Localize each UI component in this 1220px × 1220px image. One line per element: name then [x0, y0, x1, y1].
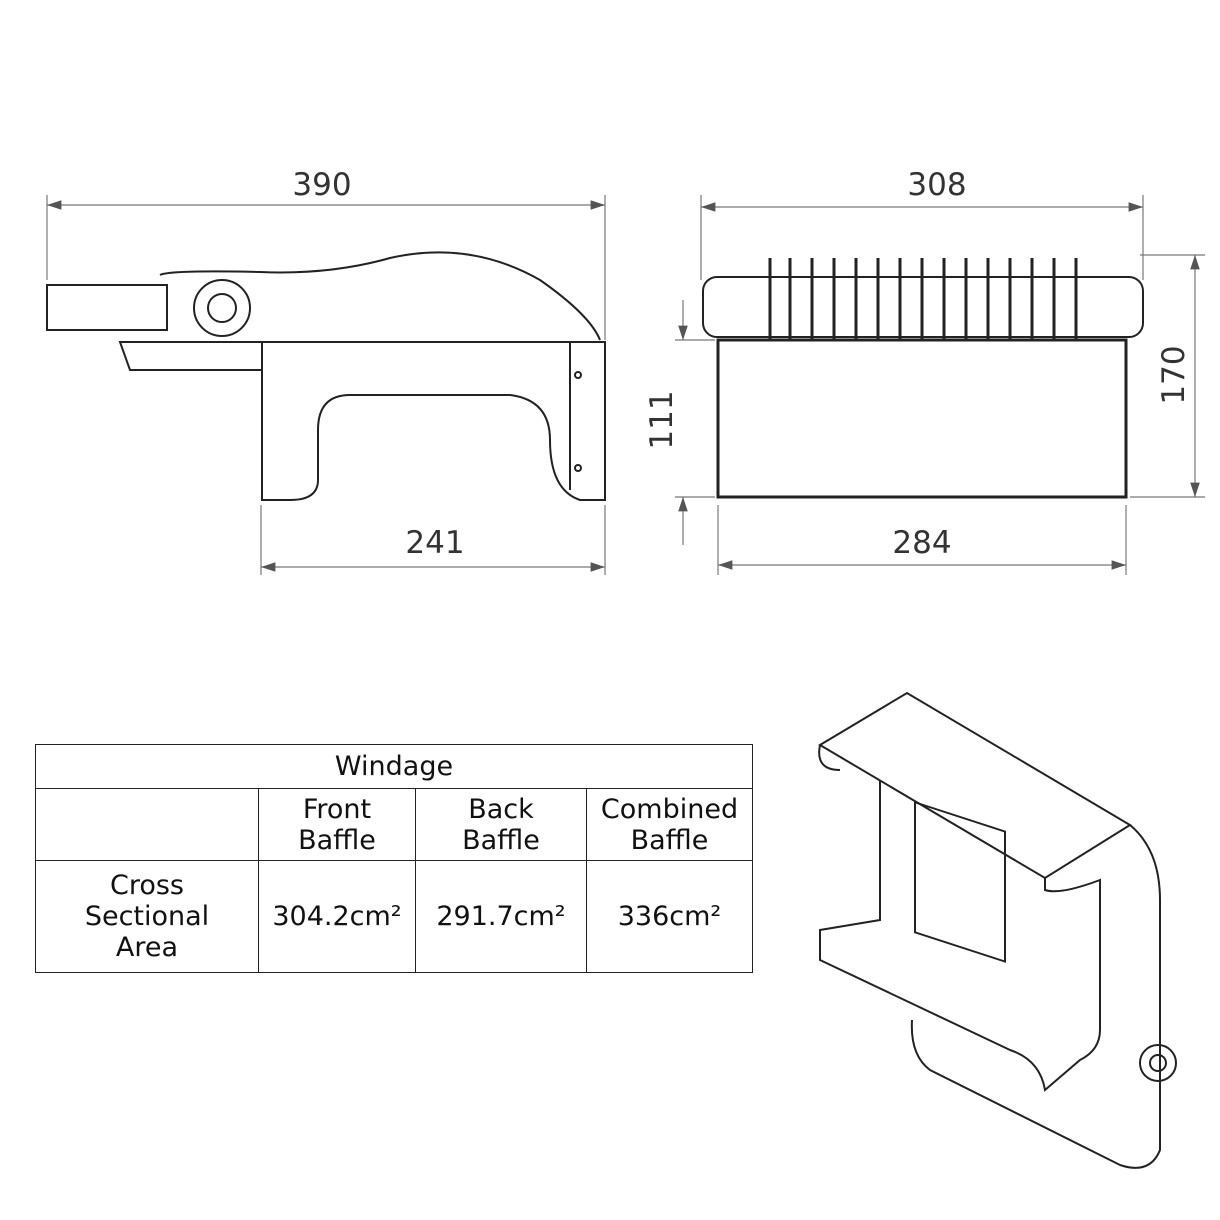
- dimension-390: 390: [292, 167, 352, 203]
- header-combined-baffle: Combined Baffle: [586, 788, 753, 861]
- dimension-241: 241: [405, 525, 465, 561]
- front-view: [702, 258, 1144, 499]
- dimension-lines: [46, 195, 1205, 575]
- row-label: Cross Sectional Area: [35, 860, 259, 973]
- header-front-baffle: Front Baffle: [258, 788, 416, 861]
- isometric-view: [818, 691, 1177, 1169]
- header-back-baffle: Back Baffle: [415, 788, 587, 861]
- side-view: [46, 251, 606, 501]
- header-empty: [35, 788, 259, 861]
- windage-table: Windage Front Baffle Back Baffle Combine…: [35, 744, 753, 973]
- dimension-111: 111: [644, 390, 680, 450]
- value-combined: 336cm²: [586, 860, 753, 973]
- dimension-308: 308: [907, 167, 967, 203]
- dimension-170: 170: [1156, 345, 1192, 405]
- dimension-284: 284: [892, 525, 952, 561]
- table-title: Windage: [35, 744, 753, 789]
- value-back: 291.7cm²: [415, 860, 587, 973]
- value-front: 304.2cm²: [258, 860, 416, 973]
